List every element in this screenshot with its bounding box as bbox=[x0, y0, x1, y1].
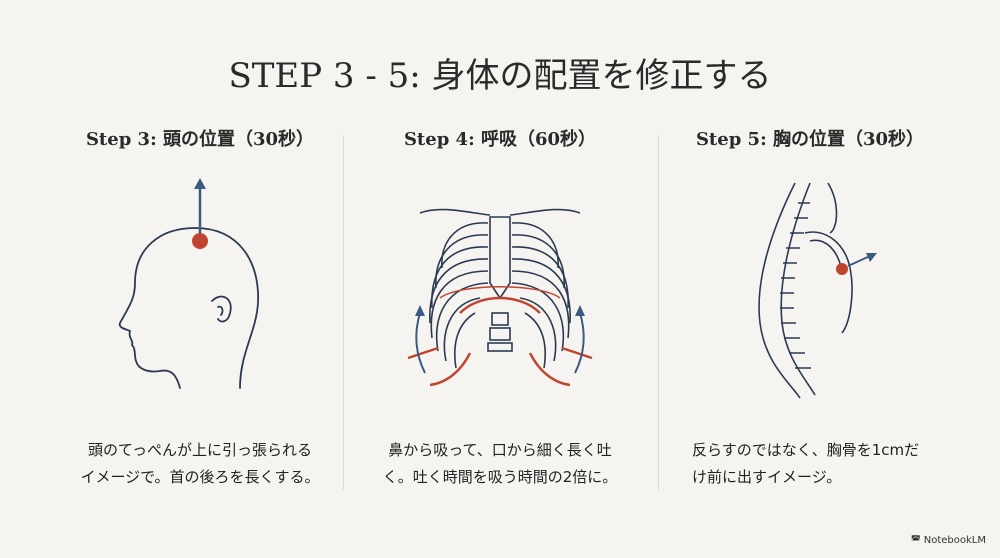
step-3-description: 頭のてっぺんが上に引っ張られる イメージで。首の後ろを長くする。 bbox=[50, 437, 350, 491]
notebooklm-brand: ◚ NotebookLM bbox=[911, 535, 986, 546]
crown-marker-icon bbox=[192, 233, 208, 249]
step-4-heading: Step 4: 呼吸（60秒） bbox=[403, 129, 597, 150]
step-4-line-1: 鼻から吸って、口から細く長く吐 bbox=[388, 441, 612, 459]
step-5-heading: Step 5: 胸の位置（30秒） bbox=[695, 129, 925, 150]
ribcage-illustration bbox=[407, 208, 593, 387]
step-5-description: 反らすのではなく、胸骨を1cmだ け前に出すイメージ。 bbox=[660, 437, 960, 491]
sternum-marker-icon bbox=[836, 263, 848, 275]
step-3-panel: Step 3: 頭の位置（30秒） 頭のてっぺんが上に引っ張られる イメージで。… bbox=[50, 125, 350, 486]
forward-arrow-icon bbox=[847, 255, 871, 267]
step-4-line-2: く。吐く時間を吸う時間の2倍に。 bbox=[382, 468, 618, 486]
step-5-line-2: け前に出すイメージ。 bbox=[692, 468, 842, 486]
step-5-line-1: 反らすのではなく、胸骨を1cmだ bbox=[692, 441, 920, 459]
spine-sternum-illustration bbox=[758, 182, 877, 399]
step-3-line-2: イメージで。首の後ろを長くする。 bbox=[80, 468, 320, 486]
notebooklm-logo-icon: ◚ bbox=[910, 535, 924, 546]
head-profile-illustration bbox=[118, 178, 259, 389]
step-4-description: 鼻から吸って、口から細く長く吐 く。吐く時間を吸う時間の2倍に。 bbox=[350, 437, 650, 491]
slide-title: STEP 3 - 5: 身体の配置を修正する bbox=[228, 56, 772, 96]
step-4-panel: Step 4: 呼吸（60秒） bbox=[350, 125, 650, 486]
divider bbox=[343, 135, 344, 490]
brand-label: NotebookLM bbox=[923, 535, 986, 546]
diaphragm bbox=[407, 286, 593, 387]
step-3-heading: Step 3: 頭の位置（30秒） bbox=[85, 129, 315, 150]
step-5-panel: Step 5: 胸の位置（30秒） 反らすのではなく、胸骨を1cmだ け前に出す… bbox=[660, 125, 960, 486]
divider bbox=[658, 135, 659, 490]
step-3-line-1: 頭のてっぺんが上に引っ張られる bbox=[87, 441, 313, 459]
